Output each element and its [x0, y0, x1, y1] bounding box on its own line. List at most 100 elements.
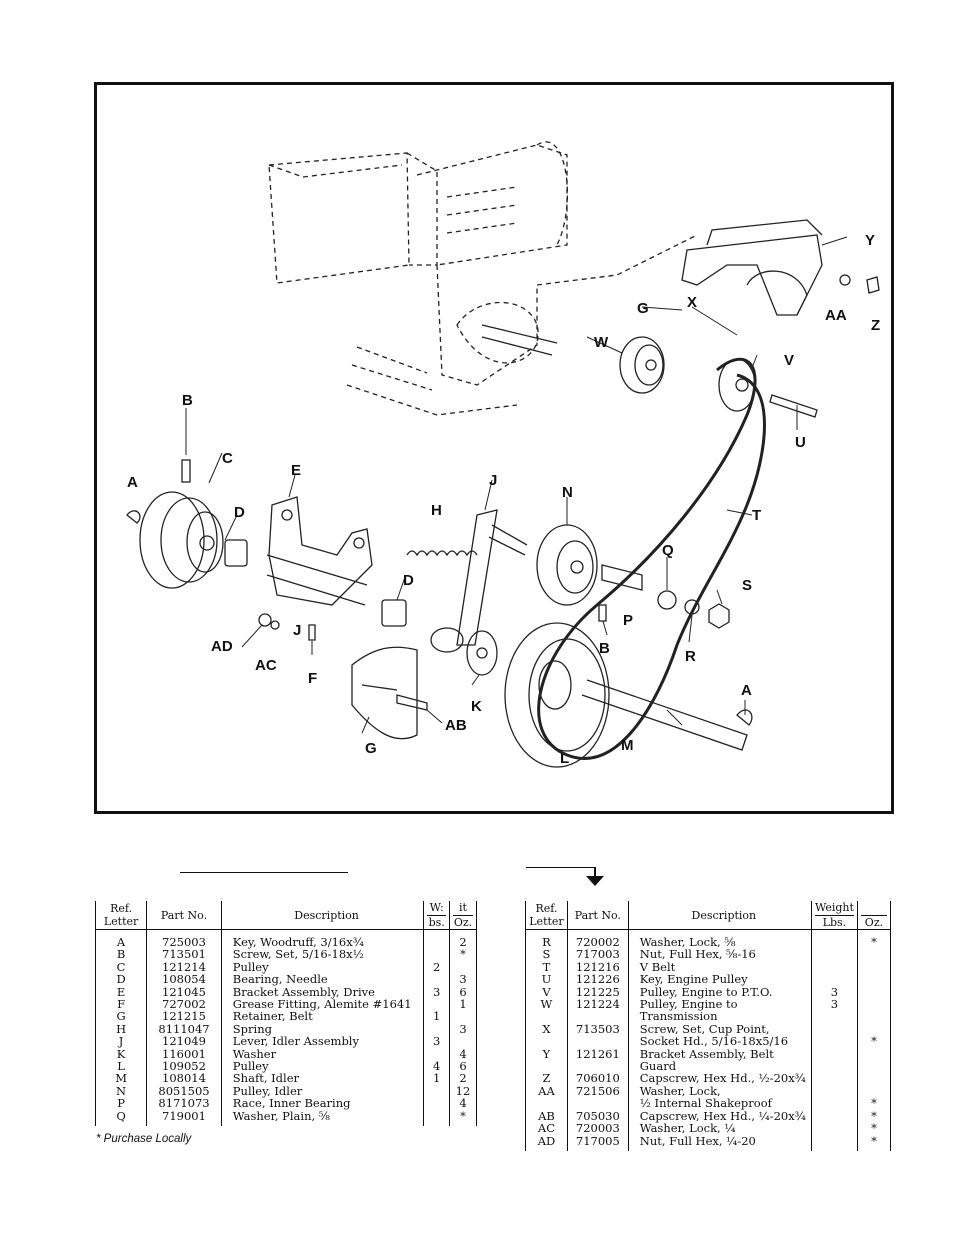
header-weight-oz: Oz. — [856, 901, 892, 930]
ref-letter-cell: L — [94, 1060, 147, 1072]
description-cell: Lever, Idler Assembly — [220, 1035, 424, 1048]
weight-lbs-cell: 3 — [423, 1035, 450, 1048]
part-no-cell: 720003 — [566, 1122, 629, 1135]
washer-r — [684, 599, 700, 615]
bearing-d1 — [224, 539, 248, 567]
callout-d1: D — [234, 504, 245, 521]
nut-ad — [258, 613, 272, 627]
belt-guard-bracket — [681, 219, 823, 316]
weight-oz-cell: 1 — [448, 998, 478, 1010]
ref-letter-cell: AC — [525, 1122, 568, 1135]
weight-lbs-cell — [810, 1022, 858, 1036]
weight-oz-cell: 4 — [448, 1047, 478, 1060]
ref-letter-cell: U — [525, 973, 568, 986]
weight-oz-cell: * — [448, 1109, 478, 1127]
weight-lbs-cell: 3 — [810, 998, 858, 1023]
callout-ac: AC — [255, 657, 277, 674]
weight-lbs-cell — [810, 1084, 858, 1098]
callout-k: K — [471, 698, 482, 715]
ref-letter-cell: R — [525, 929, 568, 949]
part-no-cell: 8051505 — [146, 1084, 222, 1097]
part-no-cell — [566, 1035, 629, 1048]
washer-ac — [270, 620, 280, 630]
weight-lbs-cell — [810, 973, 858, 986]
drive-bracket-e — [266, 496, 373, 606]
callout-g2: G — [637, 300, 649, 317]
part-no-cell: 121225 — [566, 985, 629, 998]
weight-lbs-cell — [810, 929, 858, 949]
callout-b2: B — [599, 640, 610, 657]
ref-letter-cell: Z — [525, 1072, 568, 1085]
description-cell: Key, Engine Pulley — [627, 973, 812, 986]
right-title-rule — [526, 867, 596, 868]
description-cell: Retainer, Belt — [220, 1010, 424, 1023]
part-no-cell: 725003 — [146, 929, 222, 949]
ref-letter-cell: AB — [525, 1109, 568, 1122]
weight-oz-cell — [856, 1072, 892, 1085]
weight-lbs-cell — [810, 948, 858, 961]
weight-oz-cell — [448, 960, 478, 974]
description-cell: Washer, Lock, ¼ — [627, 1122, 812, 1135]
callout-j2: J — [293, 622, 301, 639]
spring-h — [406, 550, 478, 557]
ref-letter-cell: P — [94, 1097, 147, 1110]
callout-t: T — [752, 507, 761, 524]
description-cell: Pulley, Engine to P.T.O. — [627, 985, 812, 998]
callout-u: U — [795, 434, 806, 451]
pulley-w — [619, 336, 665, 394]
ref-letter-cell: D — [94, 973, 147, 986]
ref-letter-cell: E — [94, 985, 147, 998]
key-a2 — [736, 709, 753, 726]
part-no-cell: 713501 — [146, 948, 222, 961]
weight-lbs-cell — [423, 1097, 450, 1110]
description-cell: Capscrew, Hex Hd., ½-20x¾ — [627, 1072, 812, 1085]
weight-oz-cell — [856, 998, 892, 1023]
weight-lbs-cell: 3 — [810, 985, 858, 998]
weight-lbs-cell — [810, 1072, 858, 1085]
weight-oz-cell: * — [856, 1109, 892, 1122]
weight-oz-cell — [856, 1047, 892, 1073]
part-no-cell: 713503 — [566, 1022, 629, 1035]
weight-oz-cell: * — [856, 1035, 892, 1048]
callout-r: R — [685, 648, 696, 665]
ref-letter-cell: X — [525, 1022, 568, 1035]
callout-b1: B — [182, 392, 193, 409]
diagram-frame: A B C D E H J N T Q S D P B R AD AC J F … — [94, 82, 894, 814]
ref-letter-cell: Q — [94, 1109, 147, 1127]
callout-g1: G — [365, 740, 377, 757]
shaft-m — [581, 679, 748, 751]
callout-s: S — [742, 577, 752, 594]
capscrew-z — [866, 276, 880, 294]
description-cell: Washer — [220, 1047, 424, 1060]
left-title-rule — [180, 872, 348, 873]
ref-letter-cell: A — [94, 929, 147, 949]
ref-letter-cell: T — [525, 960, 568, 973]
ref-letter-cell: V — [525, 985, 568, 998]
part-no-cell: 108014 — [146, 1072, 222, 1085]
callout-l: L — [560, 750, 569, 767]
description-cell: Pulley, Engine to Transmission — [627, 998, 812, 1023]
grease-fitting-f — [308, 624, 316, 641]
callout-w: W — [594, 334, 609, 351]
weight-oz-cell: 2 — [448, 1072, 478, 1085]
description-cell: V Belt — [627, 960, 812, 973]
weight-lbs-cell — [423, 1047, 450, 1061]
weight-oz-cell: 6 — [448, 985, 478, 998]
weight-oz-cell: 3 — [448, 973, 478, 986]
weight-oz-cell: * — [856, 1122, 892, 1135]
ref-letter-cell: H — [94, 1022, 147, 1035]
weight-lbs-cell — [810, 1134, 858, 1151]
ref-letter-cell: B — [94, 948, 147, 961]
header-description: Description — [220, 901, 424, 930]
engine-shaft — [481, 324, 558, 356]
weight-oz-cell — [856, 948, 892, 961]
